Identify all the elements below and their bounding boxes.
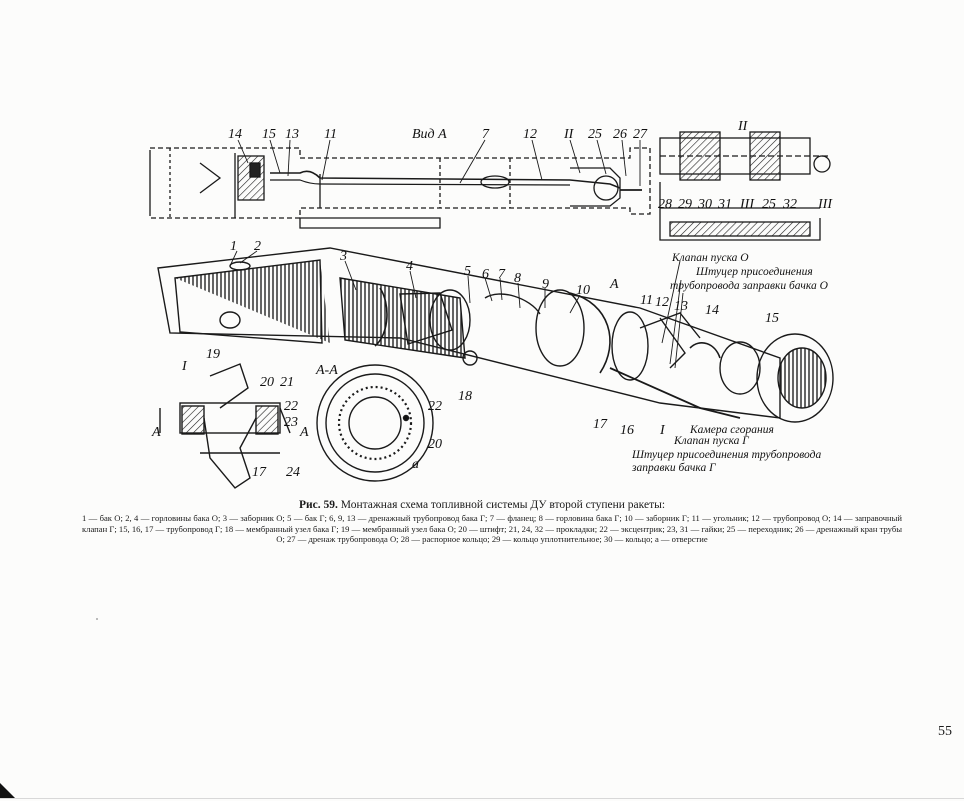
diagram-canvas: 14 15 13 11 Вид А 7 12 II 25 26 27 II 28…	[149, 119, 834, 489]
label-7-main: 7	[498, 267, 506, 282]
label-15-main: 15	[765, 311, 779, 326]
figure-legend: 1 — бак О; 2, 4 — горловины бака О; 3 — …	[82, 513, 902, 545]
label-29: 29	[678, 197, 692, 212]
rocket-stage-body	[157, 247, 834, 423]
label-iii-mid: III	[739, 197, 755, 212]
label-arrow-a: А	[609, 277, 619, 292]
label-12-top: 12	[523, 127, 537, 142]
fuel-system-diagram: 14 15 13 11 Вид А 7 12 II 25 26 27 II 28…	[140, 118, 840, 496]
figure-number: Рис. 59.	[298, 499, 338, 511]
label-21: 21	[280, 375, 294, 390]
label-17-detail: 17	[252, 465, 267, 480]
leader-lines	[229, 139, 684, 369]
label-7-top: 7	[482, 127, 490, 142]
label-a-hole: а	[412, 457, 419, 472]
label-14: 14	[228, 127, 242, 142]
label-shtutser-o-2: трубопровода заправки бачка О	[670, 280, 829, 292]
label-iii-right: III	[817, 197, 833, 212]
label-25-section: 25	[762, 197, 776, 212]
label-14-main: 14	[705, 303, 719, 318]
label-9: 9	[542, 277, 549, 292]
section-ii-drawing	[659, 131, 831, 241]
label-section-aa: А-А	[315, 363, 338, 378]
label-19: 19	[206, 347, 220, 362]
label-20-section: 20	[428, 437, 442, 452]
label-11-main: 11	[640, 293, 653, 308]
label-i-detail: I	[181, 359, 188, 374]
figure-title: Монтажная схема топливной системы ДУ вто…	[340, 499, 666, 511]
label-view-a: Вид А	[412, 127, 447, 142]
label-13-main: 13	[674, 299, 688, 314]
label-1: 1	[230, 239, 237, 254]
page-number: 55	[938, 724, 952, 739]
label-23: 23	[284, 415, 298, 430]
label-shtutser-o-1: Штуцер присоединения	[695, 266, 813, 278]
label-10: 10	[576, 283, 590, 298]
label-27: 27	[633, 127, 648, 142]
label-20-detail: 20	[260, 375, 274, 390]
label-6: 6	[482, 267, 489, 282]
label-32: 32	[782, 197, 797, 212]
label-31: 31	[717, 197, 732, 212]
label-13-top: 13	[285, 127, 299, 142]
label-4: 4	[406, 259, 413, 274]
label-12-main: 12	[655, 295, 669, 310]
label-11-top: 11	[324, 127, 337, 142]
label-30: 30	[697, 197, 712, 212]
corner-mark	[0, 783, 16, 799]
label-kamera-sgoraniya: Камера сгорания	[689, 424, 774, 436]
label-17-main: 17	[593, 417, 608, 432]
label-2: 2	[254, 239, 261, 254]
part-labels: 14 15 13 11 Вид А 7 12 II 25 26 27 II 28…	[151, 119, 833, 480]
label-24: 24	[286, 465, 300, 480]
label-a-left: А	[151, 425, 161, 440]
label-klapan-puska-g: Клапан пуска Г	[673, 435, 749, 447]
label-22-detail: 22	[284, 399, 298, 414]
section-aa-drawing	[316, 364, 434, 482]
label-5: 5	[464, 264, 471, 279]
view-a-drawing	[149, 147, 651, 229]
label-22-section: 22	[428, 399, 442, 414]
detail-i-drawing	[159, 363, 291, 489]
label-3: 3	[339, 249, 347, 264]
label-i-main: I	[659, 423, 666, 438]
scan-speck	[96, 618, 98, 620]
label-klapan-puska-o: Клапан пуска О	[671, 252, 749, 264]
label-16: 16	[620, 423, 634, 438]
label-ii-top: II	[563, 127, 575, 142]
label-shtutser-g-2: заправки бачка Г	[631, 462, 716, 474]
label-shtutser-g-1: Штуцер присоединения трубопровода	[631, 449, 821, 461]
label-25-top: 25	[588, 127, 602, 142]
page-edge-line	[0, 798, 964, 799]
label-18: 18	[458, 389, 472, 404]
label-ii-section: II	[737, 119, 749, 134]
label-8: 8	[514, 271, 521, 286]
label-26: 26	[613, 127, 627, 142]
label-28: 28	[658, 197, 672, 212]
figure-caption-title: Рис. 59. Монтажная схема топливной систе…	[0, 499, 964, 511]
label-15: 15	[262, 127, 276, 142]
label-a-right: А	[299, 425, 309, 440]
